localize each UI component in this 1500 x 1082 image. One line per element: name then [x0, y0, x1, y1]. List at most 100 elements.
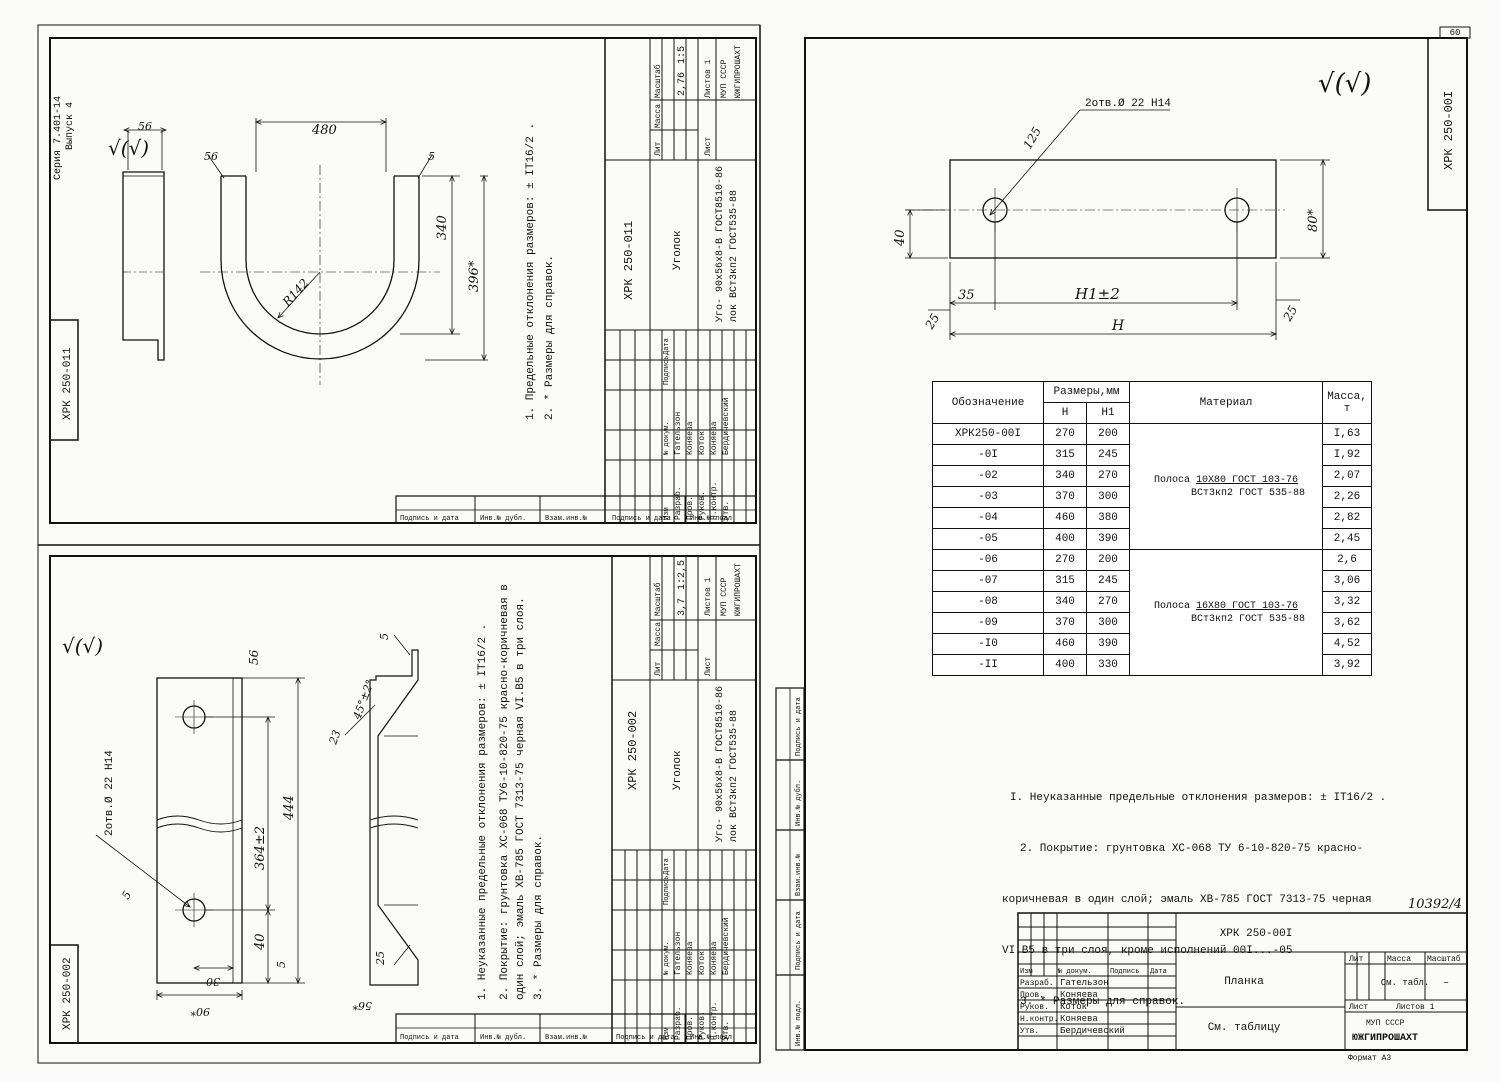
- svg-text:Взам.инв.№: Взам.инв.№: [545, 515, 587, 523]
- svg-text:Инв.№ подл.: Инв.№ подл.: [690, 1034, 736, 1042]
- svg-text:Разраб.: Разраб.: [674, 486, 683, 520]
- svg-text:ХРК 250-002: ХРК 250-002: [626, 711, 640, 790]
- svg-text:125: 125: [1020, 125, 1044, 152]
- material-profile: 10Х80 ГОСТ 103-76: [1195, 474, 1299, 486]
- spec-cell-h1: 380: [1086, 507, 1130, 529]
- spec-cell-mass: 2,45: [1322, 528, 1372, 550]
- svg-text:Гательзон: Гательзон: [674, 412, 683, 455]
- svg-text:56: 56: [204, 150, 218, 163]
- svg-text:5: 5: [119, 889, 134, 902]
- svg-text:2. Покрытие: грунтовка ХС-068: 2. Покрытие: грунтовка ХС-068 ТУ6-10-820…: [499, 584, 511, 1000]
- svg-text:Коняева: Коняева: [710, 941, 719, 975]
- svg-text:45°±2°: 45°±2°: [350, 678, 377, 722]
- svg-text:R142: R142: [279, 276, 311, 310]
- svg-text:Уголок: Уголок: [672, 230, 684, 270]
- svg-text:Коняева: Коняева: [686, 941, 695, 975]
- svg-text:35: 35: [958, 288, 975, 303]
- spec-cell-h1: 245: [1086, 444, 1130, 466]
- spec-cell-h1: 270: [1086, 591, 1130, 613]
- svg-text:Утв.: Утв.: [722, 1021, 731, 1040]
- svg-text:396*: 396*: [467, 260, 482, 292]
- svg-text:Коняева: Коняева: [1060, 990, 1098, 1000]
- svg-text:Подпись и дата: Подпись и дата: [616, 1034, 675, 1042]
- spec-header-material: Материал: [1129, 381, 1323, 424]
- svg-text:№ докум.: № докум.: [663, 421, 671, 455]
- right-side-code: ХРК 250-00I: [1442, 91, 1456, 170]
- svg-text:Н1±2: Н1±2: [1074, 285, 1120, 303]
- svg-text:Н.контр.: Н.контр.: [710, 482, 719, 520]
- svg-text:Разраб.: Разраб.: [1020, 979, 1054, 988]
- svg-text:Дата: Дата: [663, 858, 671, 875]
- svg-text:Разраб.: Разраб.: [674, 1006, 683, 1040]
- archive-number: 10392/4: [1408, 897, 1462, 912]
- right-note-3: коричневая в один слой; эмаль ХВ-785 ГОС…: [1002, 894, 1372, 906]
- spec-cell-h: 460: [1043, 633, 1087, 655]
- spec-cell-designation: -II: [932, 654, 1044, 676]
- svg-text:80*: 80*: [1306, 208, 1321, 232]
- svg-text:Бердичевский: Бердичевский: [1060, 1026, 1125, 1036]
- svg-text:МУП СССР: МУП СССР: [720, 577, 729, 616]
- spec-cell-h: 340: [1043, 591, 1087, 613]
- svg-text:56*: 56*: [352, 999, 372, 1012]
- material-label: Полоса: [1153, 600, 1190, 612]
- svg-text:3. * Размеры для справок.: 3. * Размеры для справок.: [533, 835, 545, 1000]
- svg-text:2. * Размеры для справок.: 2. * Размеры для справок.: [544, 255, 556, 420]
- spec-cell-designation: -04: [932, 507, 1044, 529]
- svg-text:Коняева: Коняева: [710, 421, 719, 455]
- material-steel: ВСт3кп2 ГОСТ 535-88: [1190, 487, 1306, 499]
- svg-text:1:5: 1:5: [677, 46, 688, 64]
- svg-text:–: –: [1443, 978, 1449, 989]
- svg-text:Лист: Лист: [1348, 1003, 1368, 1012]
- spec-cell-h1: 390: [1086, 528, 1130, 550]
- right-note-5: 3. * Размеры для справок.: [1020, 996, 1186, 1008]
- svg-text:340: 340: [435, 215, 450, 240]
- left-top-bottom-strip: Подпись и дата Инв.№ дубл. Взам.инв.№ По…: [395, 495, 757, 524]
- svg-text:90*: 90*: [190, 1005, 210, 1018]
- svg-text:Масса: Масса: [654, 622, 663, 646]
- spec-cell-mass: I,92: [1322, 444, 1372, 466]
- svg-text:МУП СССР: МУП СССР: [720, 59, 729, 98]
- spec-cell-h: 270: [1043, 423, 1087, 445]
- left-top-roughness: √(√): [108, 136, 149, 160]
- svg-text:Подпись и дата: Подпись и дата: [612, 515, 671, 523]
- svg-text:2отв.Ø 22 Н14: 2отв.Ø 22 Н14: [104, 750, 116, 836]
- material-label: Полоса: [1153, 474, 1190, 486]
- svg-text:40: 40: [253, 933, 268, 951]
- right-side-strip: [775, 687, 805, 1051]
- svg-text:Листов 1: Листов 1: [704, 59, 713, 99]
- spec-cell-designation: -0I: [932, 444, 1044, 466]
- spec-cell-mass: 3,92: [1322, 654, 1372, 676]
- left-bottom-dimension-labels: √(√) 2отв.Ø 22 Н14 5 56 444 364±2 40 30 …: [62, 633, 391, 1018]
- svg-text:лок ВСт3кп2 ГОСТ535-88: лок ВСт3кп2 ГОСТ535-88: [729, 710, 740, 842]
- right-plate-drawing: [905, 109, 1330, 340]
- spec-cell-h: 370: [1043, 612, 1087, 634]
- spec-cell-mass: 2,26: [1322, 486, 1372, 508]
- spec-cell-designation: -03: [932, 486, 1044, 508]
- svg-text:Подпись и дата: Подпись и дата: [400, 515, 459, 523]
- svg-text:Бердичевский: Бердичевский: [722, 917, 731, 975]
- svg-text:Взам.инв.№: Взам.инв.№: [545, 1034, 587, 1042]
- page-number: 60: [1450, 28, 1461, 38]
- svg-text:23: 23: [326, 728, 343, 747]
- svg-text:Подпись: Подпись: [663, 356, 671, 385]
- svg-text:Лит: Лит: [1348, 955, 1364, 964]
- svg-text:Коток: Коток: [1060, 1002, 1087, 1012]
- svg-text:56: 56: [247, 649, 261, 665]
- left-bottom-side-code-box: ХРК 250-002: [49, 944, 79, 1044]
- spec-cell-h: 400: [1043, 528, 1087, 550]
- spec-cell-designation: -05: [932, 528, 1044, 550]
- svg-text:364±2: 364±2: [253, 826, 268, 870]
- svg-text:См. табл.: См. табл.: [1381, 978, 1430, 988]
- svg-text:Н.контр.: Н.контр.: [710, 1002, 719, 1040]
- left-top-title-text: ХРК 250-011 Уголок Уго- 90x56x8-В ГОСТ85…: [622, 45, 743, 520]
- spec-cell-mass: 3,06: [1322, 570, 1372, 592]
- svg-text:Лист: Лист: [704, 137, 713, 157]
- svg-text:Изм: Изм: [1020, 968, 1033, 976]
- spec-cell-h1: 200: [1086, 423, 1130, 445]
